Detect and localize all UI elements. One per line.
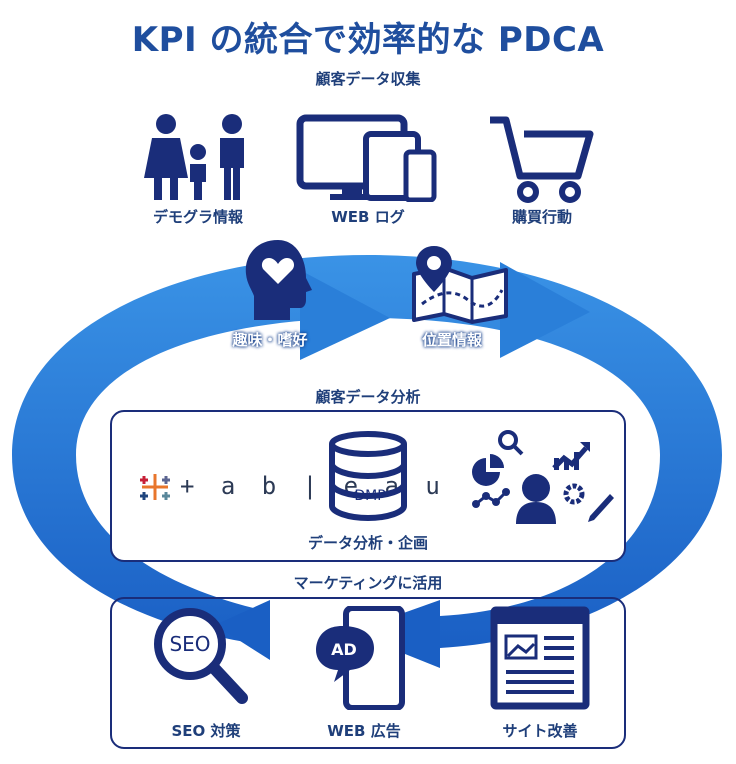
top-arrowhead-1: [300, 270, 390, 360]
section-collect: 顧客データ収集: [315, 70, 421, 88]
tableau-logo-icon: [140, 474, 170, 500]
dmp-label: DMP: [354, 488, 386, 504]
section-analyze: 顧客データ分析: [315, 388, 421, 406]
collect-label-1: WEB ログ: [331, 208, 405, 226]
devices-icon: [296, 114, 437, 202]
flow-label-1: 位置情報: [421, 331, 482, 349]
utilize-box: [110, 597, 626, 749]
utilize-label-0: SEO 対策: [171, 722, 241, 740]
head-heart-icon: [245, 240, 312, 320]
ad-icon-text: AD: [331, 640, 357, 659]
tableau-wordmark: + a b | e a u: [180, 472, 446, 500]
webpage-icon: [490, 606, 590, 710]
collect-label-0: デモグラ情報: [152, 208, 243, 226]
left-arrowhead: [215, 600, 270, 660]
shopping-cart-icon: [490, 116, 594, 203]
flow-label-0: 趣味・嗜好: [232, 331, 308, 349]
analysis-caption: データ分析・企画: [307, 534, 428, 552]
analyst-icon: [472, 430, 614, 524]
seo-magnifier-icon: [154, 608, 248, 704]
family-icon: [144, 114, 244, 200]
top-arrowhead-2: [500, 262, 590, 358]
utilize-label-2: サイト改善: [502, 722, 578, 740]
map-pin-icon: [412, 246, 508, 324]
seo-icon-text: SEO: [169, 632, 211, 656]
collect-label-2: 購買行動: [511, 208, 572, 226]
utilize-label-1: WEB 広告: [327, 722, 401, 740]
dmp-database-icon: [329, 431, 407, 522]
page-title: KPI の統合で効率的な PDCA: [131, 20, 605, 60]
section-utilize: マーケティングに活用: [293, 574, 443, 592]
phone-ad-icon: [316, 606, 405, 710]
